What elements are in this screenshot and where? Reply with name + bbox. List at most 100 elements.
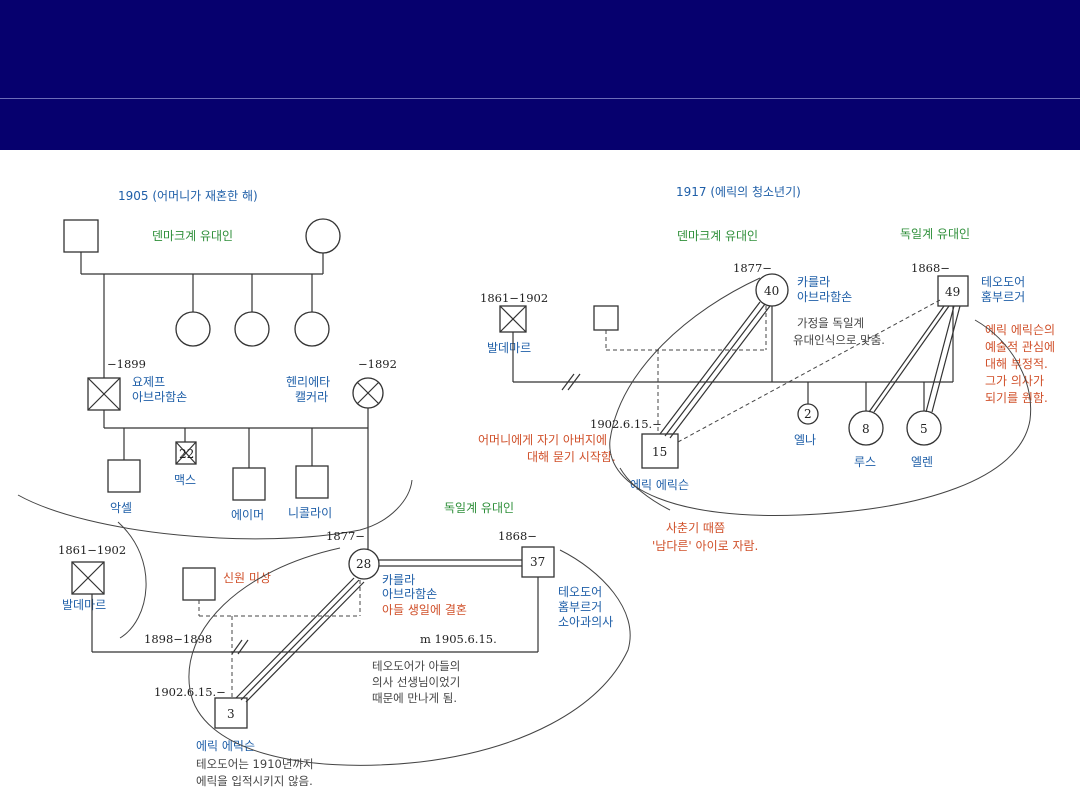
einar-square [232, 467, 266, 501]
slide-header [0, 0, 1080, 150]
deceased-x-mark [175, 441, 197, 465]
divorce-mark [567, 373, 581, 391]
theodor-age-right: 49 [945, 285, 960, 299]
close-relationship-line [235, 577, 355, 699]
josef-name-1: 요제프 [132, 375, 165, 389]
erik-note-left-2: 에릭을 입적시키지 않음. [196, 774, 313, 788]
puberty-note-1: 사춘기 때쯤 [666, 521, 725, 535]
karla-dates-left: 1877− [326, 529, 365, 543]
genogram-diagram: 1905 (어머니가 재혼한 해) 덴마크계 유대인 −1899 요제프 아브라… [17, 185, 1055, 788]
family-note-2: 유대인식으로 맞춤. [793, 333, 885, 347]
nicolai-square [295, 465, 329, 499]
theodor-name-left-1: 테오도어 [558, 585, 602, 599]
close-relationship-line [931, 305, 961, 413]
right-group-german: 독일계 유대인 [900, 227, 970, 241]
grandfather-square [63, 219, 99, 253]
max-age: 22 [179, 447, 194, 461]
valdemar-name-right: 발데마르 [487, 341, 531, 355]
deceased-x-mark [87, 377, 121, 411]
conflict-line [677, 299, 941, 443]
erik-name-left: 에릭 에릭슨 [196, 739, 255, 753]
henrietta-dates: −1892 [358, 357, 397, 371]
left-group-danish: 덴마크계 유대인 [152, 229, 233, 243]
elna-circle [797, 403, 819, 425]
unknown-father-square-right [593, 305, 619, 331]
valdemar-dates-left: 1861−1902 [58, 543, 126, 557]
deceased-x-mark [356, 381, 380, 405]
theodor-name-right-2: 홈부르거 [981, 290, 1025, 304]
erik-age-right: 15 [652, 445, 667, 459]
divorce-mark [231, 639, 243, 655]
axel-name: 악셀 [110, 501, 132, 515]
aunt-circle [294, 311, 330, 347]
theodor-name-left-3: 소아과의사 [558, 615, 613, 629]
right-group-danish: 덴마크계 유대인 [677, 229, 758, 243]
close-relationship-line [925, 305, 955, 413]
josef-name-2: 아브라함손 [132, 390, 187, 404]
theodor-age-left: 37 [530, 555, 545, 569]
close-relationship-line [669, 305, 771, 439]
household-boundary [117, 521, 147, 639]
henrietta-name-1: 헨리에타 [286, 375, 330, 389]
puberty-note-2: '남다른' 아이로 자람. [652, 539, 758, 553]
ellen-age: 5 [920, 422, 928, 436]
marriage-date: m 1905.6.15. [420, 632, 497, 646]
ruth-circle [848, 410, 884, 446]
max-name: 맥스 [174, 473, 196, 487]
deceased-x-mark [499, 305, 527, 333]
karla-dates-right: 1877− [733, 261, 772, 275]
date-1898: 1898−1898 [144, 632, 212, 646]
note-pointer [619, 467, 671, 511]
theodor-dates-left: 1868− [498, 529, 537, 543]
close-relationship-line [240, 579, 360, 701]
erik-age-left: 3 [227, 707, 235, 721]
henrietta-name-2: 캘커라 [295, 390, 328, 404]
karla-age-right: 40 [764, 284, 779, 298]
theodor-name-right-1: 테오도어 [981, 275, 1025, 289]
household-boundary [188, 547, 631, 766]
close-relationship-line [659, 301, 761, 435]
valdemar-dates-right: 1861−1902 [480, 291, 548, 305]
karla-name-left-2: 아브라함손 [382, 587, 437, 601]
theodor-note-left-2: 의사 선생님이었기 [372, 675, 460, 689]
ruth-name: 루스 [854, 455, 876, 469]
right-title: 1917 (에릭의 청소년기) [676, 185, 801, 199]
axel-square [107, 459, 141, 493]
aunt-circle [175, 311, 211, 347]
left-title: 1905 (어머니가 재혼한 해) [118, 189, 258, 203]
elna-age: 2 [804, 407, 812, 421]
unknown-label: 신원 미상 [223, 571, 271, 585]
erik-square-left [214, 697, 248, 729]
erik-note-right-1: 어머니에게 자기 아버지에 [478, 433, 607, 447]
close-relationship-line [664, 303, 766, 437]
theodor-note-right-2: 예술적 관심에 [985, 340, 1055, 354]
elna-name: 엘나 [794, 433, 816, 447]
ellen-circle [906, 410, 942, 446]
ellen-name: 엘렌 [911, 455, 933, 469]
household-boundary [17, 479, 413, 540]
erik-note-right-2: 대해 묻기 시작함. [527, 450, 616, 464]
unknown-father-square [182, 567, 216, 601]
theodor-note-left-3: 때문에 만나게 됨. [372, 691, 457, 705]
erik-dates-right: 1902.6.15.− [590, 417, 662, 431]
household-boundary [609, 277, 1032, 517]
nicolai-name: 니콜라이 [288, 506, 332, 520]
divorce-mark [561, 373, 575, 391]
left-group-german: 독일계 유대인 [444, 501, 514, 515]
deceased-x-mark [71, 561, 105, 595]
ruth-age: 8 [862, 422, 870, 436]
theodor-note-right-1: 에릭 에릭슨의 [985, 323, 1055, 337]
karla-name-right-2: 아브라함손 [797, 290, 852, 304]
close-relationship-line [873, 305, 950, 413]
karla-name-left-1: 카를라 [382, 573, 415, 587]
valdemar-name-left: 발데마르 [62, 598, 106, 612]
aunt-circle [234, 311, 270, 347]
josef-dates: −1899 [107, 357, 146, 371]
theodor-note-right-4: 그가 의사가 [985, 374, 1044, 388]
theodor-note-right-3: 대해 부정적. [985, 357, 1048, 371]
einar-name: 에이머 [231, 508, 264, 522]
theodor-note-left-1: 테오도어가 아들의 [372, 659, 460, 673]
karla-age-left: 28 [356, 557, 371, 571]
theodor-name-left-2: 홈부르거 [558, 600, 602, 614]
close-relationship-line [245, 581, 365, 703]
